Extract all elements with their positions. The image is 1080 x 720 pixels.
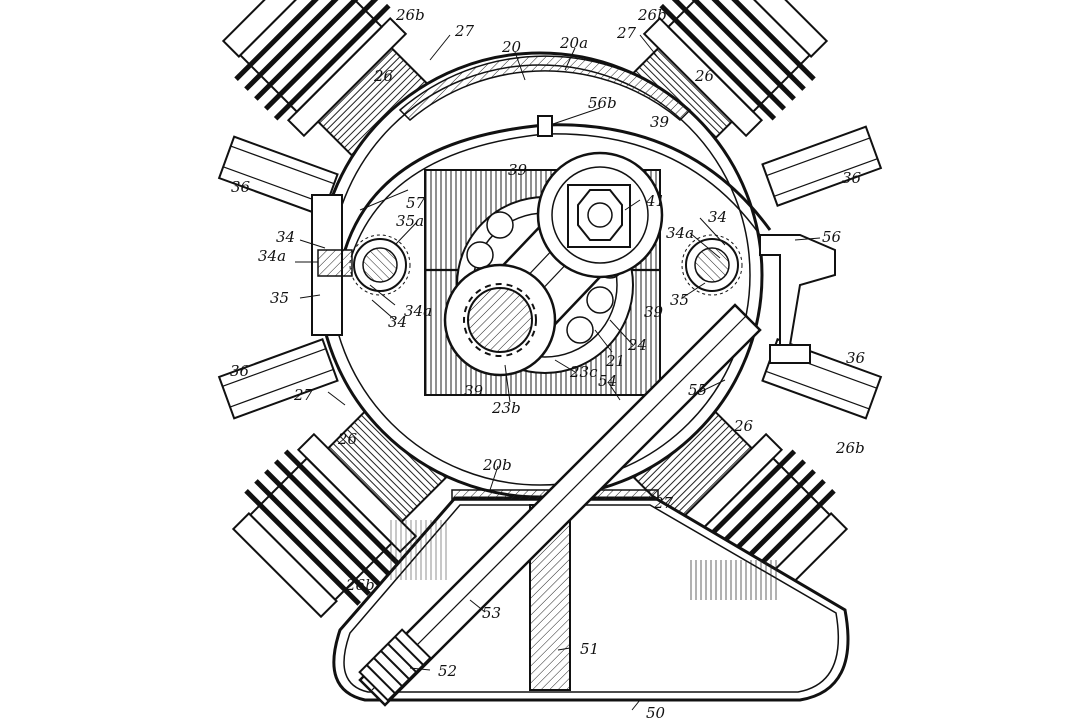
label-36-top-left: 36: [231, 178, 251, 196]
label-34-c: 34: [708, 208, 727, 226]
crankcase-top-rim: [398, 55, 692, 122]
exhaust-pipe-top-right: [761, 125, 882, 207]
label-23b: 23b: [491, 399, 521, 417]
label-36-top-right: 36: [842, 169, 862, 187]
label-34a-c: 34a: [666, 224, 694, 242]
label-53: 53: [482, 604, 501, 622]
label-39-c: 39: [644, 303, 664, 321]
label-21: 21: [605, 352, 625, 370]
label-34-b: 34: [388, 313, 407, 331]
label-26b-bottom-left: 26b: [345, 576, 375, 594]
label-20a: 20a: [559, 34, 588, 52]
label-26-top-right: 26: [694, 67, 715, 85]
label-27-top-right: 27: [616, 24, 637, 42]
label-26b-top-left: 26b: [395, 6, 425, 24]
label-20b: 20b: [482, 456, 512, 474]
label-56b: 56b: [588, 94, 617, 112]
label-39-d: 39: [464, 382, 484, 400]
label-27-top-left: 27: [454, 22, 475, 40]
label-57: 57: [406, 194, 426, 212]
label-26-bottom-left: 26: [337, 430, 358, 448]
splined-hub: [443, 263, 557, 377]
label-35a: 35a: [396, 212, 424, 230]
oil-sump: [332, 496, 850, 702]
label-26-bottom-right: 26: [733, 417, 754, 435]
label-35-b: 35: [670, 291, 689, 309]
clip-56b: [537, 115, 553, 137]
label-36-bottom-right: 36: [846, 349, 866, 367]
label-52: 52: [438, 662, 457, 680]
label-27-bottom-right: 27: [653, 494, 674, 512]
left-bracket: [311, 194, 353, 336]
label-35-a: 35: [270, 289, 289, 307]
reference-labels: 20 20a 20b 21 23b 23c 24 26 26 26 26 26b…: [230, 6, 866, 720]
label-50: 50: [646, 704, 666, 720]
label-20: 20: [501, 38, 522, 56]
label-27-bottom-left: 27: [293, 386, 314, 404]
label-56: 56: [822, 228, 842, 246]
label-34-a: 34: [276, 228, 295, 246]
label-26b-bottom-right: 26b: [835, 439, 865, 457]
fitting-52: [358, 628, 432, 702]
roller-left: [349, 234, 411, 296]
label-36-bottom-left: 36: [230, 362, 250, 380]
oil-fitting-56: [759, 234, 836, 364]
crank-pin: [536, 151, 664, 279]
label-51: 51: [580, 640, 599, 658]
label-26-top-left: 26: [373, 67, 394, 85]
label-34a-b: 34a: [404, 302, 432, 320]
label-24: 24: [627, 336, 647, 354]
pump-shaft-53: [358, 303, 762, 707]
label-26b-top-right: 26b: [637, 6, 667, 24]
label-34a-a: 34a: [258, 247, 286, 265]
label-41: 41: [645, 192, 665, 210]
roller-right: [681, 234, 743, 296]
leader-lines: [295, 34, 821, 711]
label-54: 54: [598, 372, 617, 390]
label-23c: 23c: [569, 363, 598, 381]
label-39-a: 39: [508, 161, 528, 179]
label-55: 55: [688, 381, 707, 399]
label-39-b: 39: [650, 113, 670, 131]
